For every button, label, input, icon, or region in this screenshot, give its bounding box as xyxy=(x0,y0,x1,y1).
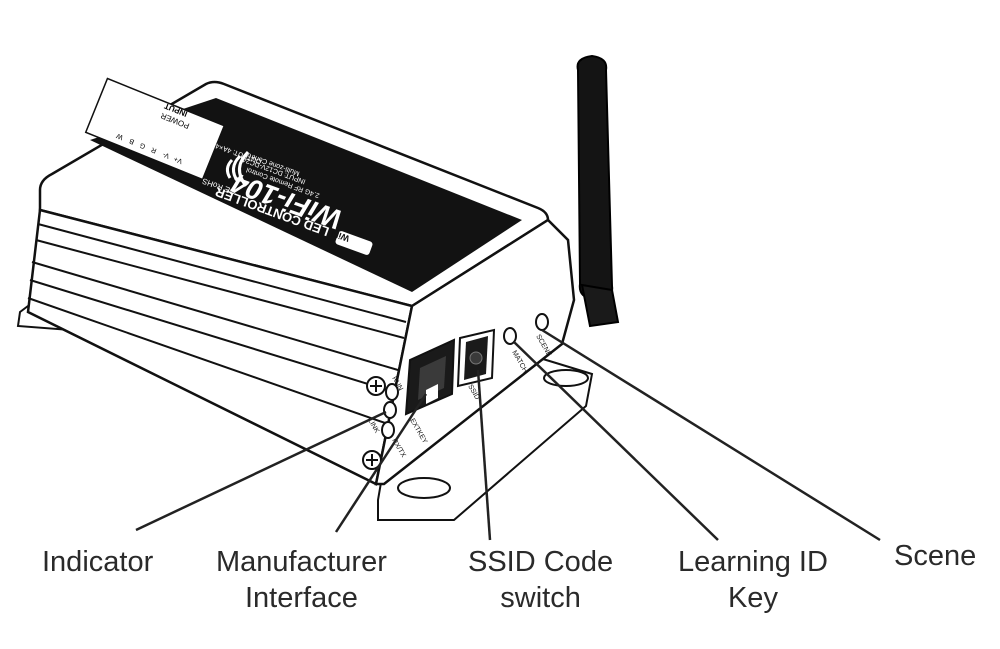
indicator-label: Indicator xyxy=(42,544,153,580)
link-led xyxy=(383,401,397,419)
learning-id-key-label: Learning ID Key xyxy=(678,544,828,616)
scene-label-text: Scene xyxy=(894,540,977,572)
terminal-pins: V+ V- R G B W xyxy=(115,131,183,164)
terminal-pin: V+ xyxy=(173,155,184,165)
learning-leader xyxy=(513,341,719,541)
terminal-pin: G xyxy=(139,141,147,150)
manufacturer-interface-label: Manufacturer Interface xyxy=(216,544,387,616)
screw-icon xyxy=(362,450,382,470)
ssid-label-line2: switch xyxy=(500,582,581,614)
manufacturer-label-line2: Interface xyxy=(245,582,358,614)
wireless-signal-icon xyxy=(225,150,250,187)
terminal-pin: W xyxy=(115,131,124,140)
manufacturer-leader xyxy=(334,393,428,533)
front-panel: RUN LINK RX/TX EXTKEY SSID MATCH SCENE xyxy=(362,313,553,470)
leader-lines xyxy=(135,328,881,542)
learning-label-line2: Key xyxy=(727,582,778,614)
manufacturer-label-line1: Manufacturer xyxy=(216,546,387,578)
ssid-code-switch-label: SSID Code switch xyxy=(468,544,613,616)
terminal-block xyxy=(84,77,226,181)
ssid-label-line1: SSID Code xyxy=(468,546,614,578)
indicator-label-text: Indicator xyxy=(42,546,154,578)
run-led xyxy=(385,383,399,401)
screw-icon xyxy=(366,376,386,396)
terminal-pin: V- xyxy=(161,150,170,159)
learning-label-line1: Learning ID xyxy=(678,546,828,578)
mounting-flange-right xyxy=(377,350,594,521)
rxtx-led xyxy=(381,421,395,439)
match-button xyxy=(503,327,517,345)
extkey-port xyxy=(404,338,456,416)
ssid-switch xyxy=(456,328,496,388)
indicator-leader xyxy=(135,410,387,532)
terminal-pin: R xyxy=(150,146,157,154)
ssid-leader xyxy=(476,369,492,541)
terminal-pin: B xyxy=(128,137,135,145)
scene-callout-label: Scene xyxy=(894,538,976,574)
scene-button xyxy=(535,313,549,331)
scene-leader xyxy=(541,328,881,542)
